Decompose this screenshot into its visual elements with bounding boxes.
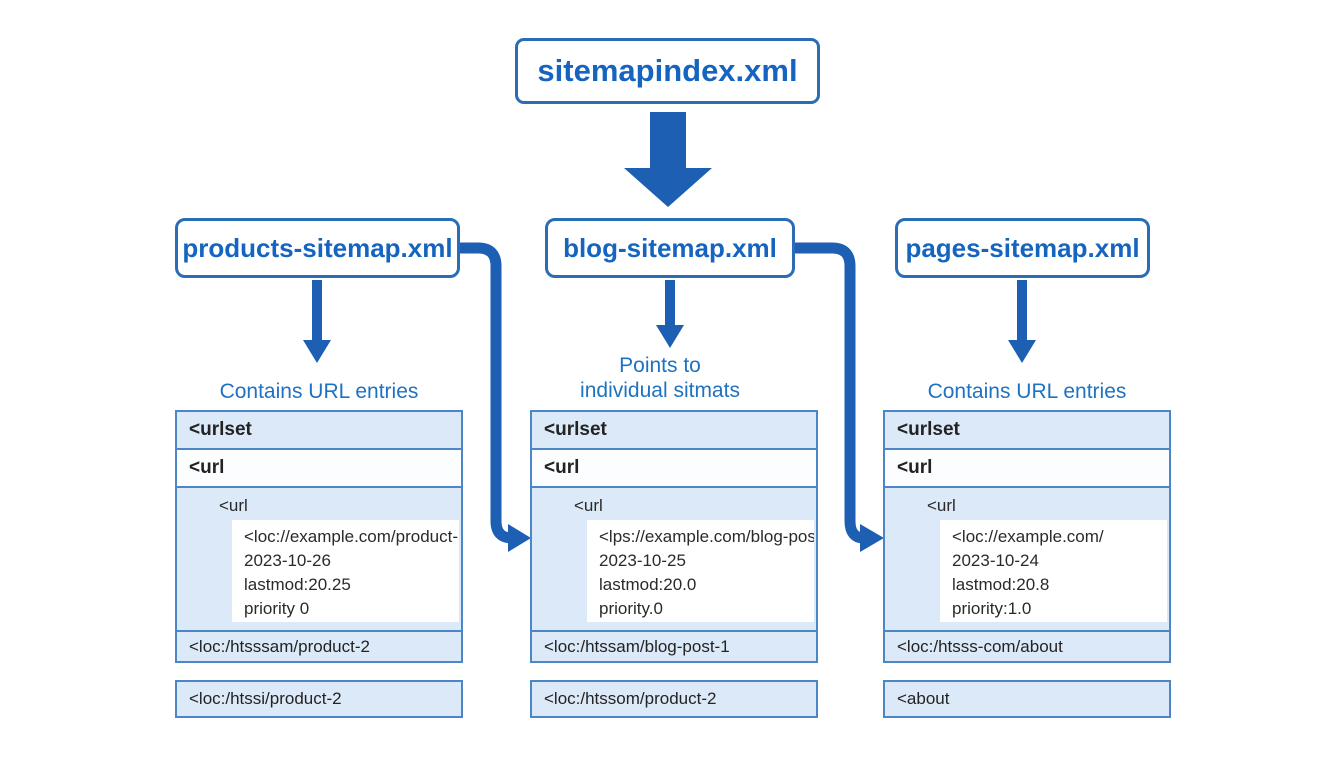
url-entry-block: <url <lps://example.com/blog-post-1 2023… [530,486,818,632]
url-row: <url [883,448,1171,488]
node-label: products-sitemap.xml [182,232,453,263]
caption-line: Contains URL entries [219,380,419,403]
entry-line: lastmod:20.25 [244,575,351,594]
entry-details: <lps://example.com/blog-post-1 2023-10-2… [587,520,814,622]
entry-line: priority:1.0 [952,599,1032,618]
entry-line: <loc://example.com/ [952,527,1104,546]
urlset-row: <urlset [883,410,1171,450]
entry-line: priority 0 [244,599,310,618]
url-row: <url [530,448,818,488]
entry-tag: <url [574,496,603,515]
node-sitemapindex: sitemapindex.xml [515,38,820,104]
entry-line: 2023-10-26 [244,551,331,570]
entry-tag: <url [219,496,248,515]
caption-line: Contains URL entries [927,380,1127,403]
xml-panel-blog: <urlset <url <url <lps://example.com/blo… [530,410,818,718]
node-label: pages-sitemap.xml [905,232,1140,263]
xml-panel-pages: <urlset <url <url <loc://example.com/ 20… [883,410,1171,718]
loc-row: <loc:/htsssam/product-2 [175,630,463,663]
url-entry-block: <url <loc://example.com/product-1 2023-1… [175,486,463,632]
entry-line: 2023-10-24 [952,551,1039,570]
loc-row: <loc:/htsss-com/about [883,630,1171,663]
caption-blog: Points to individual sitmats [530,353,790,403]
node-pages-sitemap: pages-sitemap.xml [895,218,1150,278]
entry-line: priority.0 [599,599,663,618]
urlset-row: <urlset [530,410,818,450]
entry-line: <loc://example.com/product-1 [244,527,459,546]
entry-tag: <url [927,496,956,515]
caption-line: Points to [619,354,701,377]
right-arrowhead-icon [508,524,531,552]
caption-line: individual sitmats [580,379,740,402]
node-label: blog-sitemap.xml [563,232,777,263]
loc-row: <loc:/htssi/product-2 [175,680,463,718]
url-entry-block: <url <loc://example.com/ 2023-10-24 last… [883,486,1171,632]
down-arrow-icon [303,280,331,363]
node-label: sitemapindex.xml [537,53,798,88]
elbow-connector [460,242,513,544]
entry-line: lastmod:20.0 [599,575,697,594]
down-arrow-icon [656,280,684,348]
down-arrow-icon [1008,280,1036,363]
entry-line: <lps://example.com/blog-post-1 [599,527,814,546]
node-products-sitemap: products-sitemap.xml [175,218,460,278]
caption-products: Contains URL entries [175,379,463,404]
loc-row: <about [883,680,1171,718]
entry-details: <loc://example.com/ 2023-10-24 lastmod:2… [940,520,1167,622]
entry-line: 2023-10-25 [599,551,686,570]
down-arrow-icon [624,112,712,207]
url-row: <url [175,448,463,488]
node-blog-sitemap: blog-sitemap.xml [545,218,795,278]
urlset-row: <urlset [175,410,463,450]
loc-row: <loc:/htssam/blog-post-1 [530,630,818,663]
xml-panel-products: <urlset <url <url <loc://example.com/pro… [175,410,463,718]
entry-details: <loc://example.com/product-1 2023-10-26 … [232,520,459,622]
loc-row: <loc:/htssom/product-2 [530,680,818,718]
right-arrowhead-icon [860,524,884,552]
caption-pages: Contains URL entries [883,379,1171,404]
entry-line: lastmod:20.8 [952,575,1050,594]
